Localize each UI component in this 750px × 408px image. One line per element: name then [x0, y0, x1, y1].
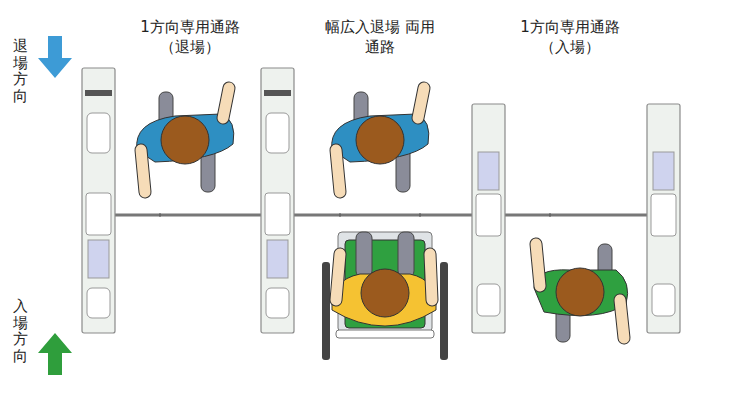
gate-cabinet — [472, 104, 505, 333]
person-exiting — [332, 88, 429, 192]
door-bar — [115, 214, 647, 217]
gate-cabinet — [647, 104, 680, 333]
direction-label: 退場方向 — [13, 38, 28, 104]
gate-cabinet — [82, 68, 115, 333]
wheelchair-user — [322, 232, 448, 360]
entry-arrow — [38, 333, 72, 375]
exit-arrow — [38, 36, 72, 78]
lane-label: 1方向専用通路 （入場） — [505, 18, 635, 57]
person-exiting — [137, 88, 234, 192]
direction-label: 入場方向 — [13, 298, 28, 364]
person-entering — [534, 244, 628, 342]
lane-label: 1方向専用通路 （退場） — [125, 18, 255, 57]
lane-label: 幅広入退場 両用通路 — [325, 18, 435, 57]
gate-cabinet — [261, 68, 294, 333]
